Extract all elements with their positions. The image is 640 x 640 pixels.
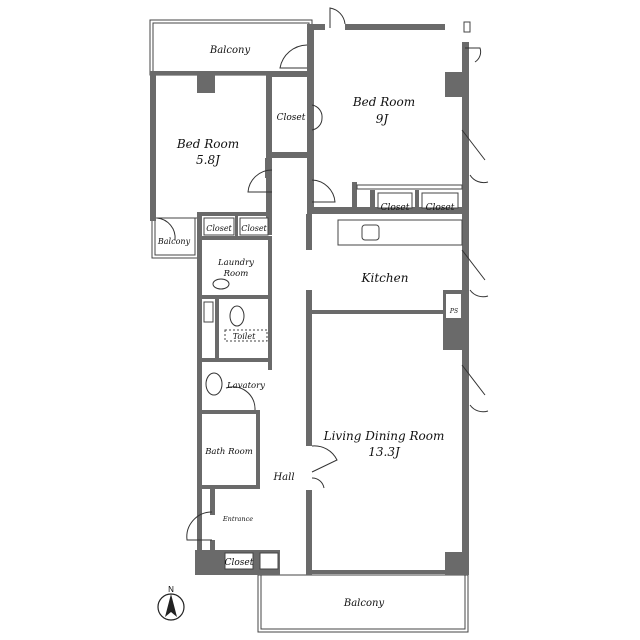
label-closet-b: Closet (381, 203, 410, 213)
balcony-bottom (257, 574, 469, 633)
label-living-size: 13.3J (368, 445, 401, 459)
label-living: Living Dining Room (323, 429, 445, 443)
closets-bedroom-large (352, 182, 463, 210)
label-ps: PS (449, 308, 458, 315)
kitchen-counter (337, 219, 463, 246)
label-laundry-room: Room (223, 269, 249, 279)
label-entrance: Entrance (222, 515, 253, 523)
label-closet-c: Closet (426, 203, 455, 213)
label-bedroom-large: Bed Room (352, 95, 415, 109)
label-closet-entrance: Closet (225, 558, 254, 568)
label-closet-d: Closet (206, 224, 232, 233)
label-lavatory: Lavatory (226, 381, 265, 391)
laundry-sink-icon (212, 278, 230, 290)
label-laundry: Laundry (217, 258, 254, 268)
label-balcony-top: Balcony (209, 45, 251, 56)
label-bedroom-small-size: 5.8J (196, 153, 221, 167)
north-compass-icon: N (157, 585, 185, 621)
label-balcony-small: Balcony (157, 237, 191, 246)
walls (150, 24, 469, 575)
sink-icon (361, 224, 380, 241)
label-kitchen: Kitchen (361, 271, 409, 285)
washbasin-icon (205, 372, 223, 396)
compass-north-label: N (168, 585, 174, 594)
label-bath: Bath Room (204, 447, 253, 457)
label-bedroom-small: Bed Room (176, 137, 239, 151)
label-closet-a: Closet (277, 113, 306, 123)
label-closet-e: Closet (241, 224, 267, 233)
label-balcony-bottom: Balcony (343, 598, 385, 609)
doors (156, 7, 489, 541)
toilet-icon (229, 305, 245, 327)
label-bedroom-large-size: 9J (376, 112, 390, 126)
label-hall: Hall (272, 472, 294, 483)
label-toilet: Toilet (233, 332, 256, 341)
